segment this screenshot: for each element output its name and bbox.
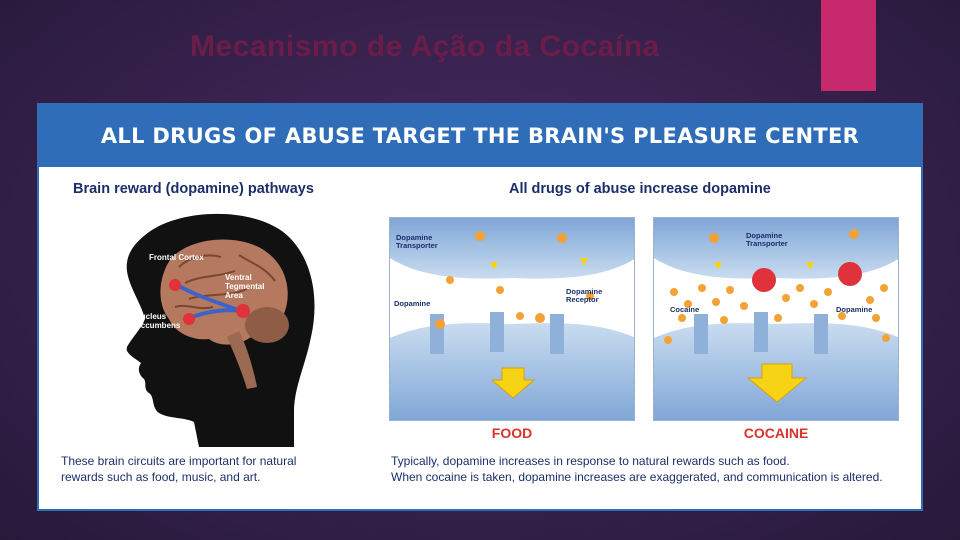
figure-header: ALL DRUGS OF ABUSE TARGET THE BRAIN'S PL…	[39, 105, 921, 167]
cocaine-transporter-label-2: Transporter	[746, 239, 788, 248]
label-vta-1: Ventral	[225, 273, 252, 282]
food-receptor-label-2: Receptor	[566, 295, 599, 304]
slide-title: Mecanismo de Ação da Cocaína	[190, 30, 660, 63]
food-panel: Dopamine Transporter Dopamine Dopamine R…	[389, 217, 635, 421]
cocaine-panel: Dopamine Transporter Cocaine Dopamine	[653, 217, 899, 421]
right-caption-line-1: Typically, dopamine increases in respons…	[391, 454, 790, 468]
cocaine-dopamine-label: Dopamine	[836, 305, 873, 314]
right-heading: All drugs of abuse increase dopamine	[509, 181, 771, 197]
dopamine-figure: ALL DRUGS OF ABUSE TARGET THE BRAIN'S PL…	[37, 103, 923, 511]
accent-bar	[821, 0, 876, 91]
food-transporter-label-2: Transporter	[396, 241, 438, 250]
cocaine-label: Cocaine	[670, 305, 700, 314]
cocaine-transporter-label-1: Dopamine	[746, 231, 783, 240]
left-caption-line-1: These brain circuits are important for n…	[61, 454, 297, 468]
label-vta-2: Tegmental	[225, 282, 265, 291]
label-nucleus-1: Nucleus	[135, 312, 167, 321]
food-transporter-label-1: Dopamine	[396, 233, 433, 242]
brain-head-illustration	[126, 213, 315, 447]
cocaine-title: COCAINE	[743, 425, 809, 441]
right-caption-line-2: When cocaine is taken, dopamine increase…	[391, 470, 883, 484]
label-vta-3: Area	[225, 291, 243, 300]
label-frontal-cortex: Frontal Cortex	[149, 253, 204, 262]
food-title: FOOD	[491, 425, 533, 441]
left-caption-line-2: rewards such as food, music, and art.	[61, 470, 261, 484]
left-heading: Brain reward (dopamine) pathways	[73, 181, 314, 197]
food-receptor-label-1: Dopamine	[566, 287, 603, 296]
label-nucleus-2: Accumbens	[135, 321, 181, 330]
food-dopamine-label: Dopamine	[394, 299, 431, 308]
